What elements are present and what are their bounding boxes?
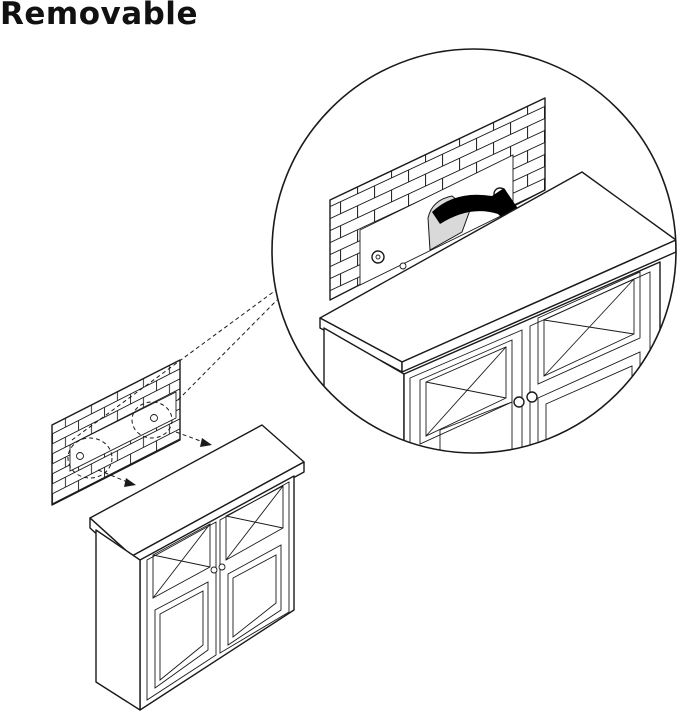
cabinet-small: [89, 424, 305, 711]
direction-arrow-icon: [97, 431, 212, 487]
mounting-screw-icon: [76, 414, 158, 460]
zoom-projection-lines: [71, 289, 278, 441]
adhesive-strip-peel-icon: [427, 188, 519, 251]
zoom-detail: [271, 48, 677, 454]
page-title: Removable: [0, 0, 198, 32]
wall-panel-small: [51, 359, 181, 506]
